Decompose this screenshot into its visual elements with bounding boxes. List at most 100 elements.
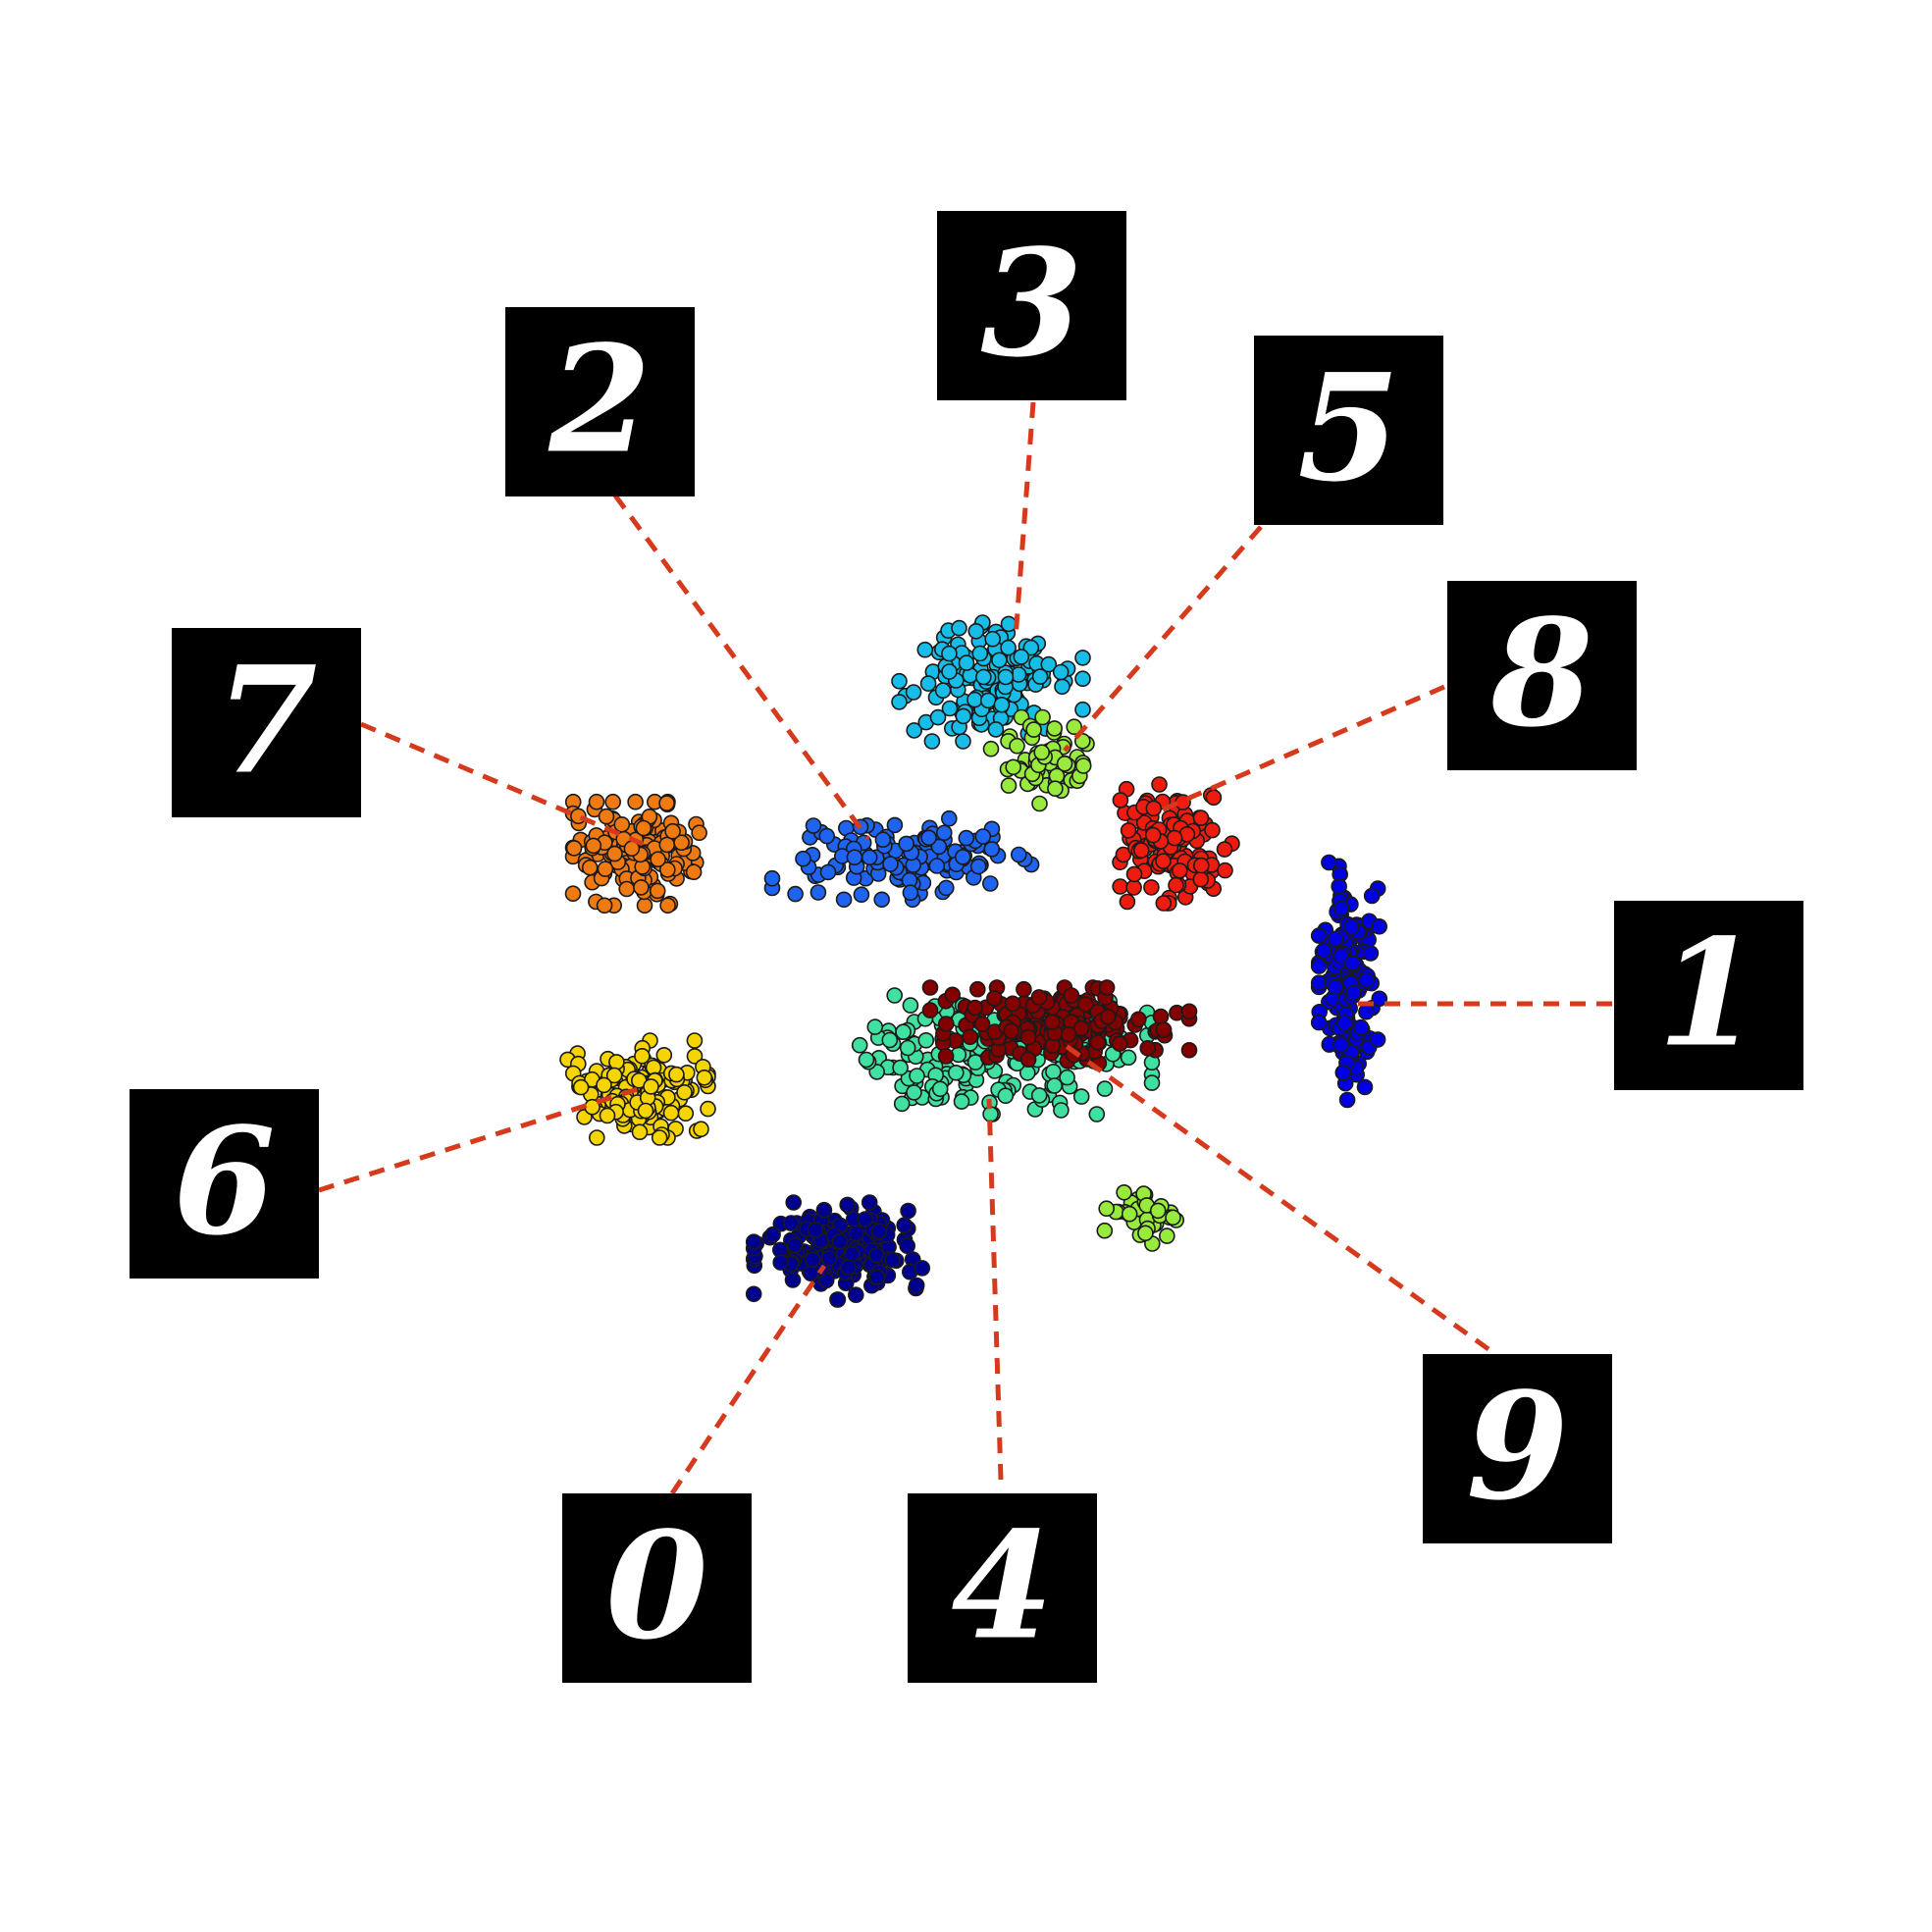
point-digit-3 bbox=[919, 675, 937, 692]
point-digit-3 bbox=[906, 722, 923, 739]
point-digit-9 bbox=[962, 1028, 978, 1046]
thumbnail-digit-label: 6 bbox=[173, 1096, 275, 1269]
point-digit-3 bbox=[1031, 668, 1049, 685]
point-digit-1 bbox=[1331, 878, 1347, 895]
point-digit-2 bbox=[882, 856, 899, 872]
thumbnail-digit-label: 7 bbox=[215, 635, 317, 808]
point-digit-8 bbox=[1216, 841, 1233, 858]
point-digit-8 bbox=[1112, 878, 1128, 895]
point-digit-1 bbox=[1333, 900, 1350, 917]
point-digit-4 bbox=[1053, 1102, 1070, 1119]
point-digit-5 bbox=[1096, 1222, 1114, 1239]
point-digit-9 bbox=[966, 999, 984, 1017]
point-digit-9 bbox=[1003, 1022, 1020, 1040]
point-digit-2 bbox=[935, 824, 953, 842]
point-digit-7 bbox=[649, 882, 666, 900]
point-digit-8 bbox=[1155, 895, 1173, 912]
point-digit-7 bbox=[588, 793, 605, 810]
point-digit-9 bbox=[1004, 995, 1021, 1013]
point-digit-3 bbox=[979, 692, 997, 709]
thumbnail-digit-label: 9 bbox=[1466, 1361, 1568, 1534]
point-digit-7 bbox=[585, 837, 602, 855]
point-digit-1 bbox=[1315, 942, 1332, 960]
point-digit-8 bbox=[1145, 800, 1163, 817]
point-digit-7 bbox=[659, 897, 676, 914]
point-digit-0 bbox=[848, 1225, 864, 1242]
point-digit-7 bbox=[598, 808, 615, 825]
point-digit-2 bbox=[981, 875, 999, 892]
point-digit-3 bbox=[923, 733, 941, 750]
point-digit-2 bbox=[809, 884, 827, 901]
point-digit-1 bbox=[1310, 974, 1328, 992]
point-digit-5 bbox=[1066, 718, 1082, 736]
point-digit-4 bbox=[899, 1039, 916, 1057]
point-digit-6 bbox=[651, 1129, 668, 1146]
point-digit-0 bbox=[803, 1265, 819, 1282]
point-digit-1 bbox=[1371, 990, 1388, 1008]
point-digit-9 bbox=[1019, 1051, 1037, 1068]
point-digit-5 bbox=[1005, 758, 1021, 776]
point-digit-7 bbox=[613, 815, 631, 833]
point-digit-4 bbox=[1046, 1077, 1063, 1094]
point-digit-9 bbox=[986, 990, 1003, 1007]
point-digit-3 bbox=[1022, 639, 1040, 656]
point-digit-0 bbox=[820, 1250, 838, 1267]
point-digit-9 bbox=[1089, 1034, 1107, 1051]
point-digit-1 bbox=[1358, 1003, 1375, 1020]
point-digit-3 bbox=[905, 684, 922, 701]
point-digit-9 bbox=[1180, 1042, 1198, 1059]
point-digit-2 bbox=[805, 817, 822, 834]
thumbnail-background bbox=[1423, 1354, 1612, 1543]
point-digit-8 bbox=[1115, 846, 1132, 863]
point-digit-6 bbox=[686, 1048, 704, 1065]
point-digit-2 bbox=[795, 850, 811, 867]
point-digit-4 bbox=[902, 997, 919, 1014]
point-digit-7 bbox=[658, 795, 675, 811]
point-digit-0 bbox=[807, 1222, 824, 1238]
point-digit-6 bbox=[588, 1129, 605, 1146]
point-digit-2 bbox=[1011, 846, 1027, 863]
point-digit-0 bbox=[839, 1196, 857, 1214]
thumbnail-background bbox=[937, 211, 1126, 400]
point-digit-4 bbox=[1096, 1080, 1114, 1097]
point-digit-1 bbox=[1310, 1014, 1328, 1031]
point-digit-2 bbox=[763, 869, 781, 887]
point-digit-5 bbox=[1116, 1184, 1132, 1201]
point-digit-2 bbox=[983, 841, 1001, 858]
point-digit-4 bbox=[858, 1051, 875, 1069]
point-digit-3 bbox=[958, 654, 975, 671]
point-digit-2 bbox=[835, 891, 853, 909]
point-digit-0 bbox=[745, 1285, 762, 1303]
point-digit-3 bbox=[971, 645, 989, 662]
thumbnail-background bbox=[172, 628, 361, 817]
point-digit-8 bbox=[1125, 865, 1143, 883]
point-digit-3 bbox=[1013, 649, 1030, 665]
point-digit-0 bbox=[908, 1277, 925, 1294]
point-digit-8 bbox=[1125, 879, 1142, 896]
point-digit-6 bbox=[676, 1084, 693, 1101]
point-digit-4 bbox=[1045, 1064, 1062, 1080]
point-digit-5 bbox=[1159, 1227, 1175, 1244]
point-digit-4 bbox=[895, 1023, 912, 1040]
leader-line-5 bbox=[1063, 525, 1263, 753]
point-digit-8 bbox=[1204, 821, 1221, 839]
point-digit-3 bbox=[951, 619, 967, 637]
point-digit-9 bbox=[944, 986, 962, 1004]
leader-line-0 bbox=[669, 1264, 827, 1495]
point-digit-7 bbox=[636, 897, 653, 914]
point-digit-3 bbox=[987, 721, 1005, 738]
point-digit-6 bbox=[668, 1066, 685, 1083]
point-digit-0 bbox=[785, 1194, 803, 1211]
point-digit-2 bbox=[920, 829, 937, 847]
point-digit-9 bbox=[1060, 1025, 1077, 1043]
point-digit-4 bbox=[982, 1106, 999, 1123]
point-digit-8 bbox=[1192, 809, 1210, 826]
point-digit-7 bbox=[673, 834, 690, 852]
point-digit-7 bbox=[664, 822, 681, 840]
thumbnail-digit-label: 3 bbox=[980, 218, 1082, 391]
point-digit-0 bbox=[829, 1291, 847, 1308]
point-digit-4 bbox=[1072, 1088, 1090, 1105]
point-digit-0 bbox=[896, 1217, 914, 1233]
leader-line-6 bbox=[318, 1086, 639, 1193]
